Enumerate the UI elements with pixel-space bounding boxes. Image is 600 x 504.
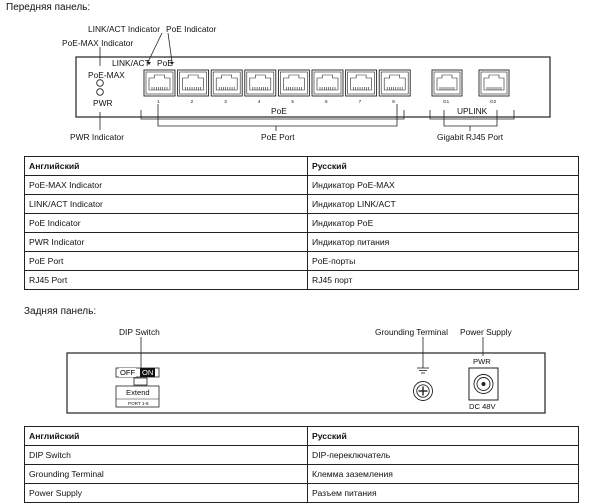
rear-panel-heading: Задняя панель: — [24, 306, 97, 317]
cell-english: PWR Indicator — [24, 232, 308, 252]
cell-russian: Индикатор PoE — [307, 213, 579, 233]
port-number-label: 2 — [190, 99, 194, 104]
cell-english: Power Supply — [24, 483, 308, 503]
cell-english: PoE-MAX Indicator — [24, 175, 308, 195]
cell-english: Grounding Terminal — [24, 464, 308, 484]
callout-power-supply: Power Supply — [460, 327, 512, 337]
table-header-row: Английский Русский — [24, 156, 579, 176]
rj45-poe-port-7 — [345, 69, 378, 97]
cell-russian: Индикатор питания — [307, 232, 579, 252]
front-panel-heading: Передняя панель: — [6, 2, 91, 13]
callout-grounding-terminal: Grounding Terminal — [375, 327, 448, 337]
callout-poe-port: PoE Port — [261, 132, 295, 142]
dip-on-label: ON — [140, 368, 156, 377]
cell-russian: Индикатор PoE-MAX — [307, 175, 579, 195]
panel-label-pwr: PWR — [93, 98, 113, 108]
callout-poe-max-indicator: PoE-MAX Indicator — [62, 38, 134, 48]
dip-extend-label: Extend — [126, 388, 150, 397]
uplink-number-label: G1 — [443, 99, 450, 104]
column-header-english: Английский — [24, 426, 308, 446]
port-number-label: 3 — [224, 99, 227, 104]
cell-english: PoE Port — [24, 251, 308, 271]
rj45-poe-port-3 — [210, 69, 243, 97]
panel-label-link-act: LINK/ACT — [112, 58, 150, 68]
panel-label-uplink: UPLINK — [455, 106, 490, 116]
column-header-russian: Русский — [307, 426, 579, 446]
cell-english: DIP Switch — [24, 445, 308, 465]
table-header-row: Английский Русский — [24, 426, 579, 446]
rj45-uplink-port-2 — [478, 69, 510, 97]
rj45-poe-port-5 — [277, 69, 310, 97]
port-number-label: 1 — [157, 99, 160, 104]
column-header-english: Английский — [24, 156, 308, 176]
callout-poe-indicator: PoE Indicator — [166, 24, 217, 34]
panel-label-poe-max: PoE-MAX — [88, 70, 125, 80]
cell-english: LINK/ACT Indicator — [24, 194, 308, 214]
panel-label-poe-group: PoE — [269, 106, 289, 116]
dip-off-label: OFF — [119, 368, 137, 377]
rj45-poe-port-4 — [244, 69, 277, 97]
ground-symbol-icon — [417, 363, 429, 374]
power-pwr-label: PWR — [473, 357, 491, 366]
callout-link-act-indicator: LINK/ACT Indicator — [88, 24, 160, 34]
port-number-label: 8 — [392, 99, 395, 104]
callout-dip-switch: DIP Switch — [119, 327, 160, 337]
poe-max-led — [96, 79, 104, 87]
pwr-led — [96, 88, 104, 96]
rj45-uplink-port-1 — [431, 69, 463, 97]
cell-russian: PoE-порты — [307, 251, 579, 271]
grounding-terminal-icon — [413, 381, 433, 401]
rj45-poe-port-6 — [311, 69, 344, 97]
rj45-poe-port-8 — [378, 69, 411, 97]
callout-gigabit-port: Gigabit RJ45 Port — [437, 132, 504, 142]
uplink-number-label: G2 — [490, 99, 497, 104]
cell-english: PoE Indicator — [24, 213, 308, 233]
cell-russian: DIP-переключатель — [307, 445, 579, 465]
dip-port-range-label: PORT 1-8 — [128, 401, 149, 406]
cell-english: RJ45 Port — [24, 270, 308, 290]
callout-pwr-indicator: PWR Indicator — [70, 132, 124, 142]
port-number-label: 6 — [325, 99, 328, 104]
cell-russian: RJ45 порт — [307, 270, 579, 290]
cell-russian: Разъем питания — [307, 483, 579, 503]
rj45-poe-port-1 — [143, 69, 176, 97]
column-header-russian: Русский — [307, 156, 579, 176]
port-number-label: 4 — [257, 99, 261, 104]
power-dc-label: DC 48V — [469, 402, 496, 411]
port-number-label: 5 — [291, 99, 294, 104]
rj45-poe-port-2 — [177, 69, 210, 97]
panel-label-poe-led: PoE — [157, 58, 173, 68]
cell-russian: Индикатор LINK/ACT — [307, 194, 579, 214]
port-number-label: 7 — [358, 99, 362, 104]
cell-russian: Клемма заземления — [307, 464, 579, 484]
dc-power-jack-icon — [468, 367, 499, 401]
